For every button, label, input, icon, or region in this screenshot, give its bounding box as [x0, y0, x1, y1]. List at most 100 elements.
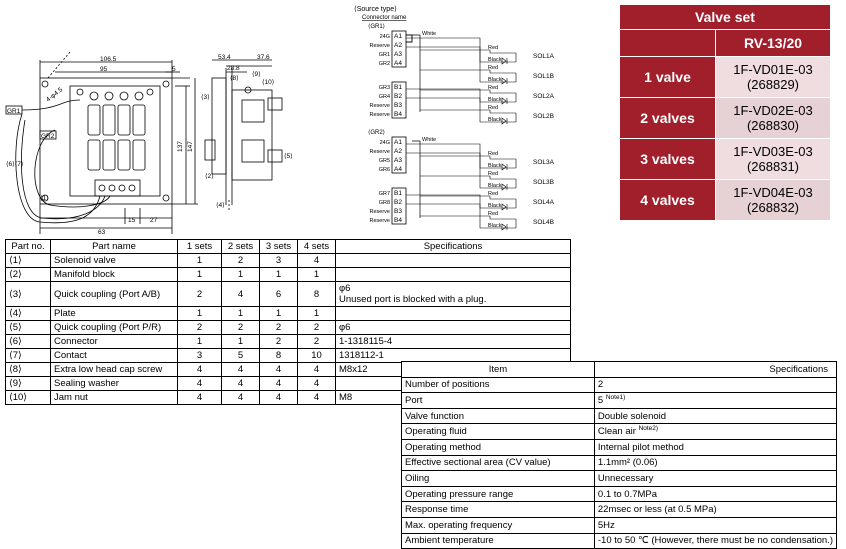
pin-label: Reserve [370, 209, 390, 215]
dim-147: 147 [187, 141, 194, 152]
wire-red-label: Red [488, 191, 498, 197]
solenoid-label: SOL3B [533, 179, 554, 186]
wire-white-label: White [422, 31, 436, 37]
valve-set-label: 3 valves [619, 138, 716, 180]
parts-cell-name: Quick coupling (Port P/R) [50, 320, 178, 335]
solenoid-label: SOL2A [533, 93, 555, 100]
parts-cell-spec [335, 253, 571, 268]
pin-id: A1 [394, 33, 402, 40]
parts-cell-qty: 2 [177, 281, 222, 307]
wire-red-label: Red [488, 85, 498, 91]
pin-id: A3 [394, 51, 402, 58]
pin-id: B1 [394, 190, 402, 197]
pin-label: 24G [380, 140, 390, 146]
wire-black-label: Black [488, 97, 502, 103]
parts-cell-qty: 2 [297, 334, 336, 349]
pin-id: B3 [394, 102, 402, 109]
pin-label: GR4 [379, 94, 390, 100]
parts-cell-qty: 4 [177, 390, 222, 405]
wire-black-label: Black [488, 183, 502, 189]
valve-set-value: 1F-VD01E-03(268829) [715, 56, 831, 98]
callout-9: ⟨9⟩ [252, 70, 261, 78]
pin-id: A3 [394, 157, 402, 164]
parts-cell-spec: φ6 [335, 320, 571, 335]
solenoid-label: SOL1A [533, 53, 555, 60]
wire-black-label: Black [488, 163, 502, 169]
dim-137: 137 [177, 141, 184, 152]
dim-15: 15 [128, 217, 136, 224]
pin-id: B4 [394, 111, 402, 118]
group-name: ⟨GR2⟩ [368, 129, 385, 136]
parts-cell-qty: 6 [259, 281, 298, 307]
parts-cell-qty: 2 [221, 320, 260, 335]
dim-27: 27 [150, 217, 158, 224]
parts-cell-qty: 1 [177, 334, 222, 349]
wire-black-label: Black [488, 57, 502, 63]
pin-id: B3 [394, 208, 402, 215]
wire-red-label: Red [488, 171, 498, 177]
wire-red-label: Red [488, 65, 498, 71]
parts-cell-qty: 1 [221, 334, 260, 349]
dim-106-5: 106.5 [100, 56, 117, 63]
callout-1: ⟨1⟩ [40, 194, 49, 202]
col-1-sets: 1 sets [177, 239, 222, 254]
parts-cell-qty: 4 [259, 362, 298, 377]
pin-id: B2 [394, 199, 402, 206]
connector-block [94, 179, 141, 197]
spec-item: Max. operating frequency [401, 516, 595, 534]
parts-cell-qty: 4 [177, 362, 222, 377]
wire-black-label: Black [488, 117, 502, 123]
spec-item: Operating pressure range [401, 485, 595, 503]
table-row: Effective sectional area (CV value)1.1mm… [401, 454, 838, 472]
pin-label: GR6 [379, 167, 390, 173]
pin-label: GR5 [379, 158, 390, 164]
parts-cell-qty: 2 [297, 320, 336, 335]
spec-value: Internal pilot method [593, 438, 838, 456]
callout-5: ⟨5⟩ [284, 152, 293, 160]
parts-cell-no: ⟨9⟩ [5, 376, 51, 391]
wire-red-label: Red [488, 105, 498, 111]
dim-28-8: 28.8 [227, 65, 240, 72]
wire-black-label: Black [488, 203, 502, 209]
callout-3: ⟨3⟩ [201, 93, 210, 101]
pin-id: B4 [394, 217, 402, 224]
parts-cell-qty: 4 [297, 390, 336, 405]
pin-id: B2 [394, 93, 402, 100]
parts-cell-qty: 1 [221, 267, 260, 282]
parts-cell-qty: 8 [259, 348, 298, 363]
parts-header-row: Part no. Part name 1 sets 2 sets 3 sets … [5, 239, 571, 254]
spec-value: Clean air Note2) [593, 423, 838, 440]
parts-cell-name: Solenoid valve [50, 253, 178, 268]
pin-label: Reserve [370, 218, 390, 224]
parts-cell-name: Connector [50, 334, 178, 349]
spec-value: 5 Note1) [593, 392, 838, 409]
parts-cell-qty: 4 [221, 281, 260, 307]
wire-white-label: White [422, 137, 436, 143]
dim-37-6: 37.6 [257, 54, 270, 61]
parts-cell-no: ⟨1⟩ [5, 253, 51, 268]
parts-cell-spec [335, 267, 571, 282]
parts-cell-qty: 3 [177, 348, 222, 363]
valve-set-value: 1F-VD02E-03(268830) [715, 97, 831, 139]
parts-cell-qty: 4 [259, 390, 298, 405]
wiring-title: ⟨Source type⟩ [354, 5, 397, 13]
spec-item: Response time [401, 501, 595, 518]
parts-cell-name: Contact [50, 348, 178, 363]
valve-set-label: 4 valves [619, 179, 716, 221]
valve-set-label: 1 valve [619, 56, 716, 98]
parts-cell-qty: 3 [259, 253, 298, 268]
